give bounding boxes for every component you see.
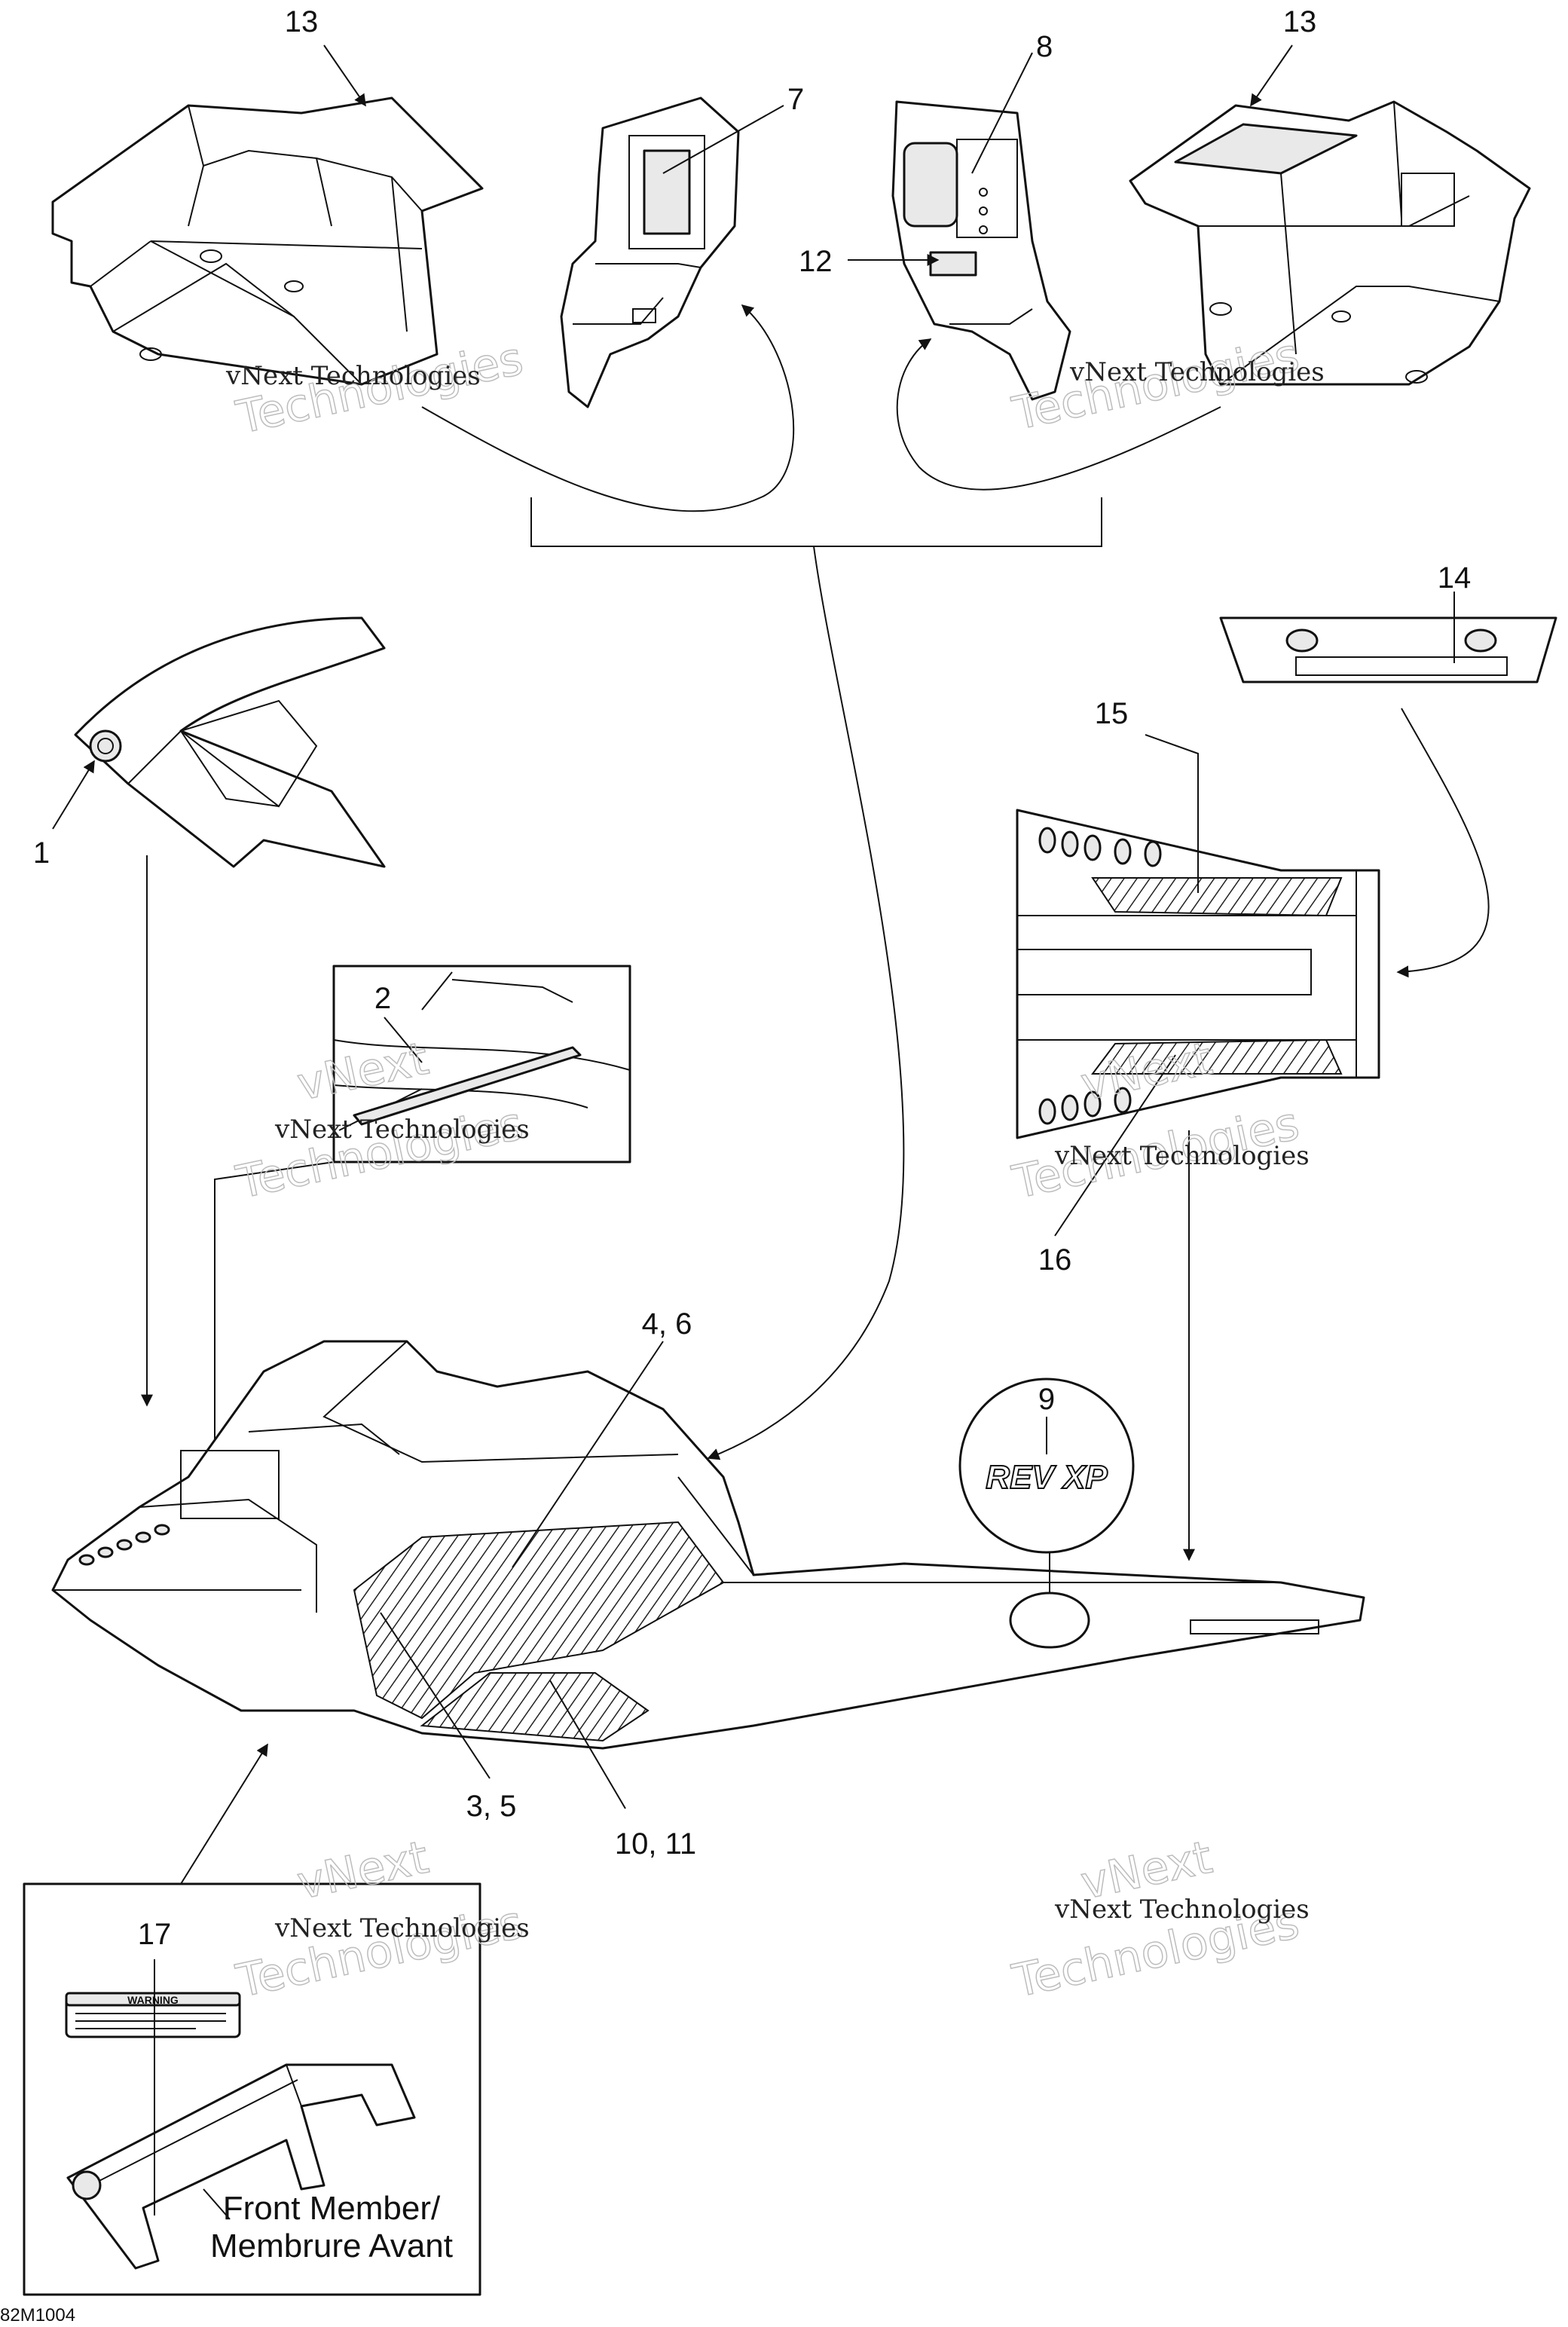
side-panel-left (51, 96, 484, 386)
connector-17 (180, 1743, 268, 1885)
tunnel-vents (1038, 827, 1162, 1125)
seat-panel (1219, 616, 1557, 683)
leader-1 (52, 760, 95, 830)
callout-3-5: 3, 5 (466, 1790, 517, 1823)
callout-1: 1 (33, 836, 50, 870)
figure-code: 82M1004 (0, 2305, 75, 2325)
inset-link-2 (214, 1161, 335, 1443)
callout-15: 15 (1095, 697, 1129, 730)
callout-2: 2 (374, 982, 391, 1015)
side-panel-right (1129, 100, 1531, 386)
hood-nose (74, 616, 386, 868)
watermark-text-small: vNext Technologies (1069, 357, 1325, 387)
callout-13-left: 13 (285, 5, 319, 38)
leader-15 (1145, 734, 1199, 893)
leader-2 (384, 1017, 423, 1063)
leader-8 (971, 52, 1033, 174)
badge-logo: REV XP (986, 1459, 1108, 1496)
inner-panel-right (891, 100, 1071, 401)
callout-14: 14 (1438, 561, 1472, 595)
leader-13-right (1250, 44, 1293, 107)
callout-12: 12 (799, 245, 833, 278)
callout-9: 9 (1038, 1383, 1055, 1416)
leader-13-left (323, 44, 366, 107)
callout-17: 17 (138, 1918, 172, 1951)
leader-front-member (203, 2188, 231, 2220)
watermark-text-small: vNext Technologies (1054, 1141, 1310, 1171)
callout-8: 8 (1036, 30, 1053, 63)
bracket (530, 497, 1102, 547)
watermark-text-small: vNext Technologies (225, 361, 481, 391)
leader-3-5 (380, 1612, 491, 1779)
callout-4-6: 4, 6 (642, 1307, 692, 1341)
detail-inset-2 (332, 965, 631, 1164)
callout-7: 7 (787, 83, 804, 116)
rev-xp-badge: REV XP (958, 1378, 1135, 1649)
connector-left (421, 304, 795, 512)
watermark-text-small: vNext Technologies (274, 1115, 530, 1145)
front-member-label-en: Front Member/ (223, 2190, 441, 2227)
leader-16 (1054, 1054, 1176, 1237)
tunnel-detail (1016, 809, 1380, 1139)
inner-panel-left (560, 96, 740, 408)
connector-right (896, 338, 1221, 491)
warning-title: WARNING (127, 1994, 179, 2006)
leader-10-11 (549, 1680, 626, 1809)
connector-14 (1396, 708, 1490, 978)
front-member-label-fr: Membrure Avant (210, 2228, 453, 2264)
leader-4-6 (512, 1341, 664, 1568)
connector-to-body (707, 546, 905, 1460)
callout-10-11: 10, 11 (615, 1827, 696, 1861)
leader-7 (662, 105, 784, 174)
detail-inset-17: WARNING (23, 1882, 481, 2296)
watermark-6: vNext Technologies vNext Technologies (1007, 1830, 1310, 2009)
front-vents (78, 1524, 170, 1566)
callout-16: 16 (1038, 1243, 1072, 1277)
watermark-text-small: vNext Technologies (274, 1913, 530, 1943)
watermark-text-small: vNext Technologies (1054, 1894, 1310, 1925)
callout-13-right: 13 (1283, 5, 1317, 38)
main-body (51, 1340, 1365, 1750)
